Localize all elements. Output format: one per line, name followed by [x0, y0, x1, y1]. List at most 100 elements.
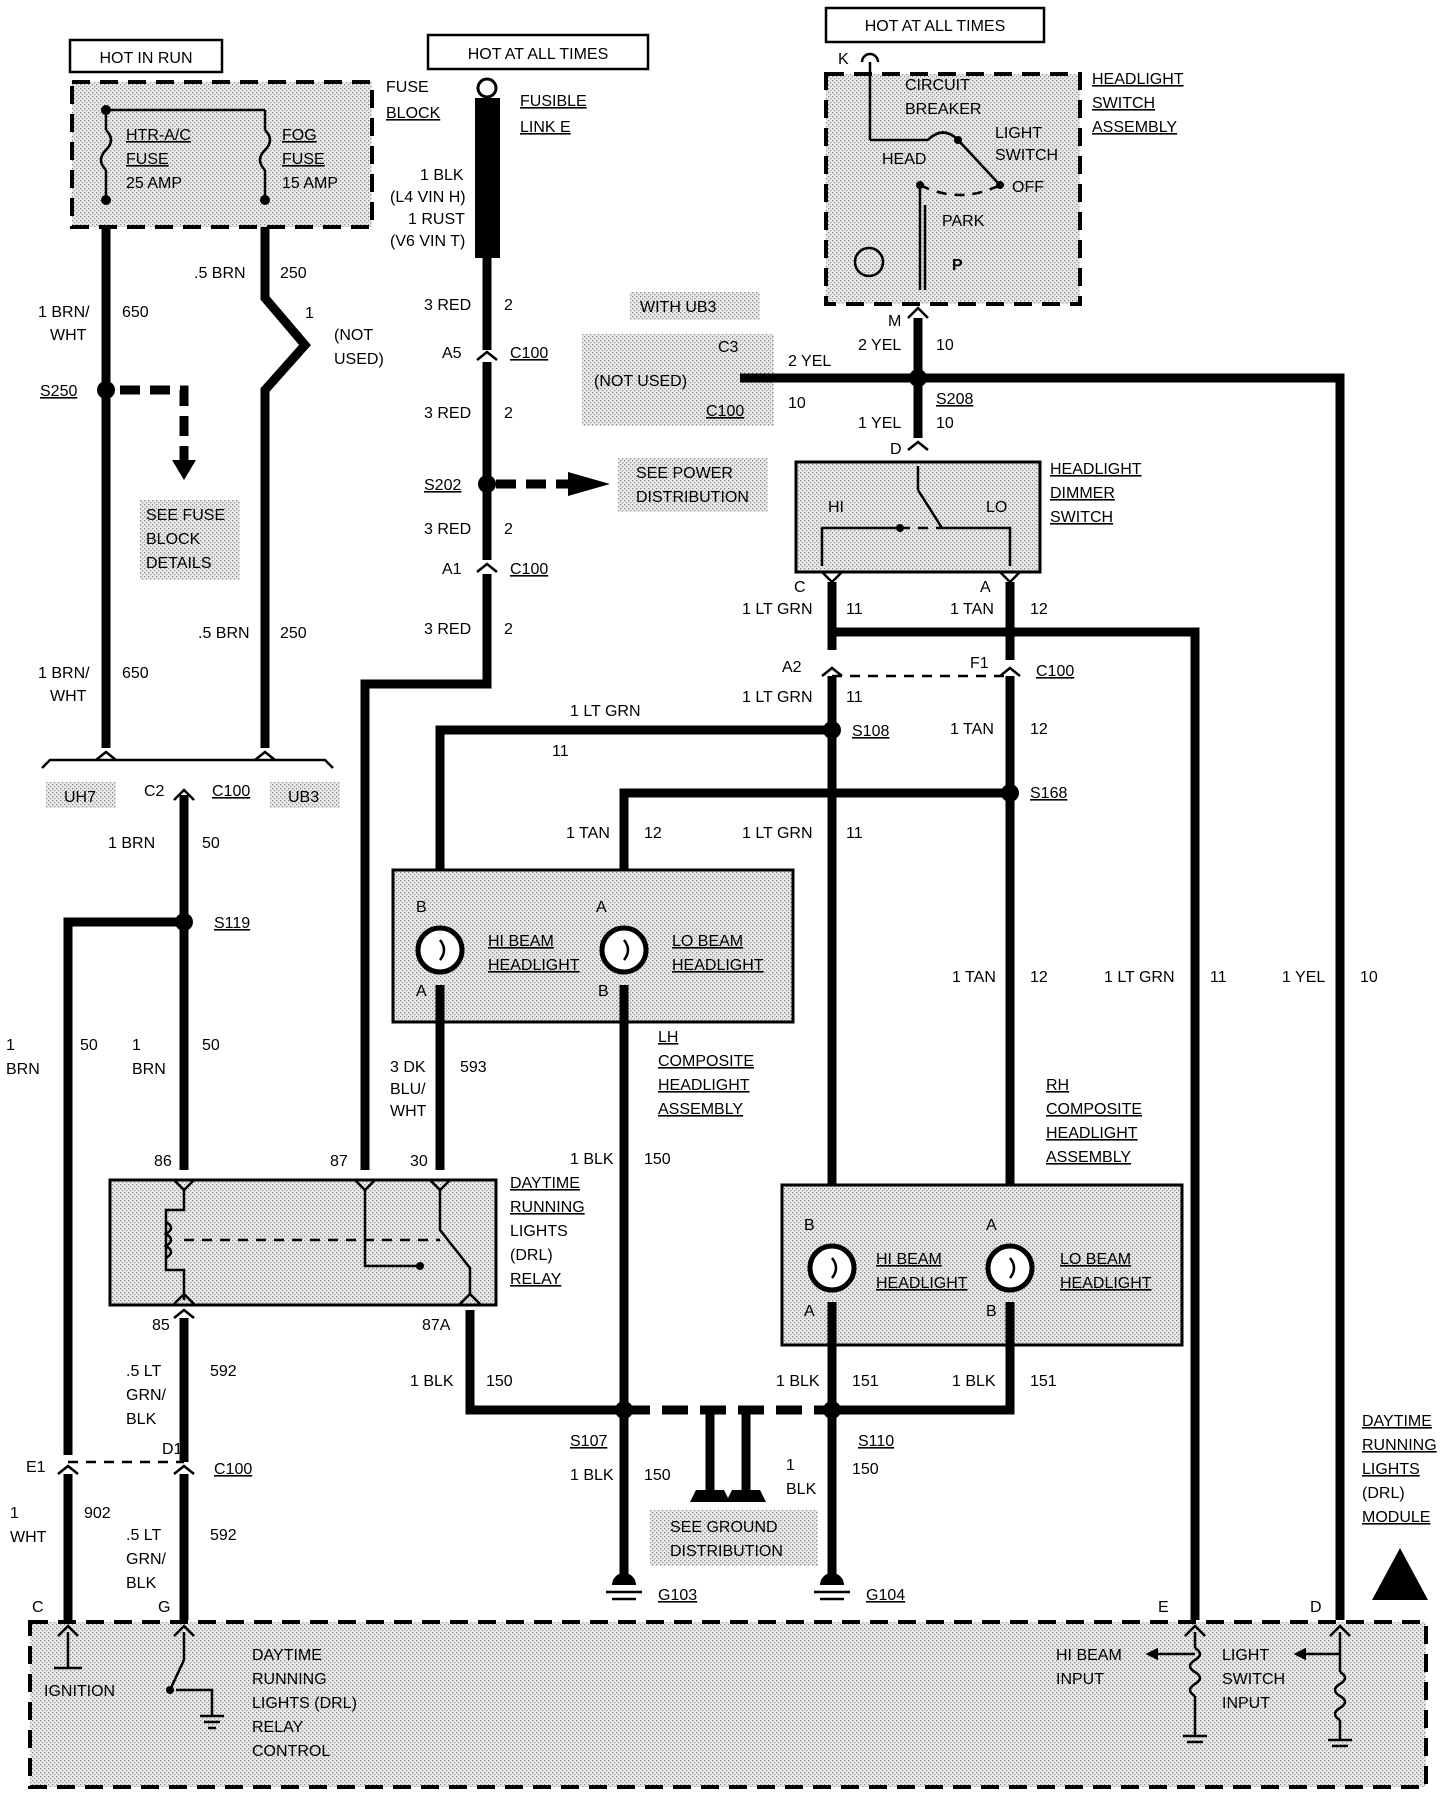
svg-text:GRN/: GRN/: [126, 1387, 167, 1404]
svg-text:A: A: [596, 899, 607, 916]
svg-text:A: A: [804, 1303, 815, 1320]
fuse-block: HTR-A/C FUSE 25 AMP FOG FUSE 15 AMP FUSE…: [70, 79, 441, 229]
svg-text:C: C: [32, 1599, 44, 1616]
svg-text:1 BLK: 1 BLK: [776, 1373, 820, 1390]
circuit-10-wire: [907, 306, 1345, 1620]
svg-text:150: 150: [486, 1373, 513, 1390]
circuit-650-wire: [97, 227, 196, 748]
svg-text:(L4 VIN H): (L4 VIN H): [390, 189, 466, 206]
svg-text:HI BEAM: HI BEAM: [876, 1251, 942, 1268]
see-power-distribution: SEE POWER DISTRIBUTION: [618, 458, 768, 512]
headlight-dimmer-switch: D HI LO HEADLIGHT DIMMER SWITCH C A: [794, 441, 1142, 596]
svg-text:HI BEAM: HI BEAM: [488, 933, 554, 950]
headlight-switch-assembly: K CIRCUIT BREAKER LIGHT SWITCH HEAD OFF …: [824, 51, 1184, 330]
svg-text:RUNNING: RUNNING: [510, 1199, 585, 1216]
svg-text:LO BEAM: LO BEAM: [672, 933, 743, 950]
svg-text:87: 87: [330, 1153, 348, 1170]
c100-connector-c2: UH7 UB3 C2 C100: [41, 750, 340, 808]
ground-g103: G103: [606, 1573, 697, 1604]
svg-text:DIMMER: DIMMER: [1050, 485, 1115, 502]
splice-s250: S250: [40, 383, 77, 400]
svg-text:151: 151: [1030, 1373, 1057, 1390]
htr-fuse-label: HTR-A/C: [126, 127, 191, 144]
lh-composite-headlight: B A HI BEAM HEADLIGHT LO BEAM HEADLIGHT …: [391, 868, 795, 1024]
svg-text:12: 12: [1030, 601, 1048, 618]
svg-text:BLOCK: BLOCK: [146, 531, 201, 548]
svg-text:1 YEL: 1 YEL: [858, 415, 901, 432]
svg-text:2 YEL: 2 YEL: [788, 353, 831, 370]
drl-module: C G E D IGNITION DAYTIME RUNNING LIGHTS …: [28, 1599, 1428, 1789]
svg-text:2: 2: [504, 297, 513, 314]
see-ground-distribution: SEE GROUND DISTRIBUTION: [650, 1510, 818, 1566]
circuit-11-wire: [435, 571, 1200, 1620]
svg-text:650: 650: [122, 304, 149, 321]
svg-text:C100: C100: [1036, 663, 1074, 680]
circuit-2-red-wire: [360, 258, 610, 1170]
svg-text:CONTROL: CONTROL: [252, 1743, 330, 1760]
svg-text:C100: C100: [706, 403, 744, 420]
svg-text:HEADLIGHT: HEADLIGHT: [672, 957, 764, 974]
svg-text:85: 85: [152, 1317, 170, 1334]
svg-text:HEADLIGHT: HEADLIGHT: [1050, 461, 1142, 478]
svg-text:LIGHTS: LIGHTS: [1362, 1461, 1420, 1478]
svg-text:D: D: [1310, 1599, 1322, 1616]
svg-text:1 RUST: 1 RUST: [408, 211, 465, 228]
svg-text:A: A: [416, 983, 427, 1000]
svg-text:.5 BRN: .5 BRN: [198, 625, 250, 642]
svg-text:25 AMP: 25 AMP: [126, 175, 182, 192]
svg-text:1: 1: [10, 1505, 19, 1522]
svg-text:.5 LT: .5 LT: [126, 1363, 162, 1380]
hot-in-run-box: HOT IN RUN: [68, 38, 224, 74]
svg-text:CIRCUIT: CIRCUIT: [905, 77, 970, 94]
svg-text:2 YEL: 2 YEL: [858, 337, 901, 354]
svg-text:SWITCH: SWITCH: [1050, 509, 1113, 526]
rh-lo-beam-bulb-icon: [985, 1243, 1035, 1293]
svg-text:RELAY: RELAY: [252, 1719, 304, 1736]
svg-text:1: 1: [305, 305, 314, 322]
svg-text:HEADLIGHT: HEADLIGHT: [1092, 71, 1184, 88]
see-fuse-block-details: SEE FUSE BLOCK DETAILS: [140, 500, 240, 580]
svg-text:UH7: UH7: [64, 789, 96, 806]
htr-fuse-symbol: [99, 129, 113, 171]
svg-text:30: 30: [410, 1153, 428, 1170]
svg-text:3 DK: 3 DK: [390, 1059, 426, 1076]
headlamp-symbol-icon: [853, 246, 885, 278]
drl-module-label: DAYTIME RUNNING LIGHTS (DRL) MODULE: [1362, 1413, 1437, 1600]
svg-text:C: C: [794, 579, 806, 596]
svg-text:PARK: PARK: [942, 213, 985, 230]
esd-warning-icon: [1372, 1548, 1428, 1600]
fuse-block-label: FUSE: [386, 79, 429, 96]
fog-fuse-symbol: [258, 129, 272, 171]
svg-text:HEADLIGHT: HEADLIGHT: [1046, 1125, 1138, 1142]
svg-text:1 LT GRN: 1 LT GRN: [742, 601, 813, 618]
svg-text:IGNITION: IGNITION: [44, 1683, 115, 1700]
svg-text:(NOT USED): (NOT USED): [594, 373, 687, 390]
svg-text:BLU/: BLU/: [390, 1081, 426, 1098]
svg-text:BLK: BLK: [126, 1411, 157, 1428]
svg-text:150: 150: [852, 1461, 879, 1478]
circuit-12-wire: [619, 571, 1021, 1210]
svg-text:C100: C100: [510, 561, 548, 578]
hot-at-all-times-left-box: HOT AT ALL TIMES: [426, 33, 650, 71]
svg-text:(V6 VIN T): (V6 VIN T): [390, 233, 465, 250]
svg-text:SEE POWER: SEE POWER: [636, 465, 733, 482]
svg-text:10: 10: [1360, 969, 1378, 986]
splice-s108: S108: [852, 723, 889, 740]
splice-s208: S208: [936, 391, 973, 408]
svg-text:150: 150: [644, 1467, 671, 1484]
svg-text:INPUT: INPUT: [1222, 1695, 1270, 1712]
relay-coil-icon: [163, 1220, 173, 1260]
svg-text:USED): USED): [334, 351, 384, 368]
hi-beam-input-resistor-icon: [1188, 1646, 1202, 1698]
svg-text:BLK: BLK: [126, 1575, 157, 1592]
lh-lo-beam-bulb-icon: [599, 925, 649, 975]
svg-text:11: 11: [1210, 969, 1227, 986]
svg-text:WHT: WHT: [390, 1103, 427, 1120]
circuit-902-wire: [57, 1460, 184, 1620]
svg-text:1 LT GRN: 1 LT GRN: [742, 689, 813, 706]
svg-text:A2: A2: [782, 659, 802, 676]
svg-text:HEADLIGHT: HEADLIGHT: [488, 957, 580, 974]
svg-text:(DRL): (DRL): [1362, 1485, 1405, 1502]
svg-text:LH: LH: [658, 1029, 678, 1046]
svg-text:10: 10: [936, 337, 954, 354]
